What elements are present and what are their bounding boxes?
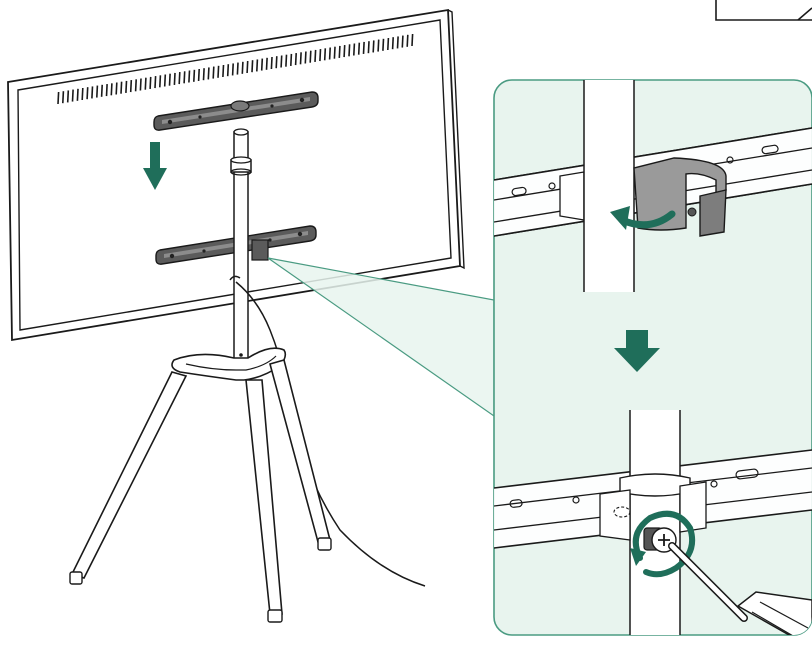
vent-slot xyxy=(168,73,171,86)
vent-slot xyxy=(294,53,297,66)
vent-slot xyxy=(100,84,103,97)
vent-slot xyxy=(319,49,322,62)
vent-slot xyxy=(309,50,312,63)
vent-slot xyxy=(86,87,89,100)
detail-panel xyxy=(493,79,812,636)
upper-mount-bracket xyxy=(153,91,319,131)
vent-slot xyxy=(280,55,283,68)
vent-slot xyxy=(285,54,288,67)
vent-slot xyxy=(178,72,181,85)
vent-slot xyxy=(66,90,70,103)
vent-slot xyxy=(357,42,361,55)
vent-slot xyxy=(290,53,293,66)
vent-slot xyxy=(260,58,264,71)
vent-slot xyxy=(76,88,79,101)
vent-slot xyxy=(139,78,142,91)
vent-slot xyxy=(226,64,230,77)
vent-slot xyxy=(338,45,341,58)
screwdriver-icon xyxy=(668,542,812,635)
vent-slot xyxy=(188,70,191,83)
vent-slot xyxy=(91,86,94,99)
vent-slot xyxy=(236,62,239,75)
tv-vent-slots xyxy=(57,33,414,105)
vent-slot xyxy=(81,87,84,101)
down-arrow-icon xyxy=(614,330,660,372)
vent-slot xyxy=(57,91,60,105)
vent-slot xyxy=(120,81,123,94)
vent-slot xyxy=(406,34,409,47)
vent-slot xyxy=(105,84,108,97)
vent-slot xyxy=(401,35,404,48)
vent-slot xyxy=(328,47,331,60)
vent-slot xyxy=(377,39,380,52)
vent-slot xyxy=(323,48,327,61)
vent-slot xyxy=(134,79,137,92)
rotate-arrow-icon xyxy=(610,206,676,230)
vent-slot xyxy=(353,43,356,56)
vent-slot xyxy=(396,36,399,49)
vent-slot xyxy=(62,91,65,104)
vent-slot xyxy=(241,61,244,74)
vent-slot xyxy=(173,72,176,85)
vent-slot xyxy=(207,67,210,80)
vent-slot xyxy=(202,68,205,81)
vent-slot xyxy=(144,77,147,90)
vent-slot xyxy=(231,63,234,76)
stand-pole xyxy=(230,128,252,369)
vent-slot xyxy=(367,41,370,54)
vent-slot xyxy=(251,60,254,73)
callout-connector xyxy=(267,257,495,418)
vent-slot xyxy=(149,76,152,89)
vent-slot xyxy=(333,46,336,59)
vent-slot xyxy=(217,65,220,78)
rotate-arrow-icon xyxy=(630,510,696,578)
vent-slot xyxy=(270,56,273,70)
vent-slot xyxy=(154,76,157,89)
vent-slot xyxy=(275,56,278,69)
vent-slot xyxy=(362,41,365,54)
vent-slot xyxy=(129,80,133,93)
vent-slot xyxy=(163,74,167,87)
down-arrow-icon xyxy=(143,142,167,190)
vent-slot xyxy=(110,83,113,96)
corner-inset-box xyxy=(715,0,812,21)
vent-slot xyxy=(387,37,390,51)
vent-slot xyxy=(372,40,375,53)
vent-slot xyxy=(183,71,186,84)
vent-slot xyxy=(391,37,394,50)
detail-step-screw xyxy=(494,410,812,635)
vent-slot xyxy=(348,44,351,57)
vent-slot xyxy=(382,38,385,51)
vent-slot xyxy=(115,82,118,95)
detail-step-clamp xyxy=(494,80,812,292)
vent-slot xyxy=(125,80,128,93)
vent-slot xyxy=(197,68,200,82)
vent-slot xyxy=(246,60,249,74)
vent-slot xyxy=(411,33,414,47)
vent-slot xyxy=(343,45,346,58)
vent-slot xyxy=(212,66,215,79)
vent-slot xyxy=(299,52,302,65)
vent-slot xyxy=(222,64,225,78)
vent-slot xyxy=(193,69,196,82)
vent-slot xyxy=(256,59,259,72)
vent-slot xyxy=(159,75,162,88)
vent-slot xyxy=(304,51,307,64)
vent-slot xyxy=(96,85,99,98)
tripod-base xyxy=(69,347,332,623)
vent-slot xyxy=(314,49,317,62)
vent-slot xyxy=(265,57,268,70)
vent-slot xyxy=(71,89,74,102)
